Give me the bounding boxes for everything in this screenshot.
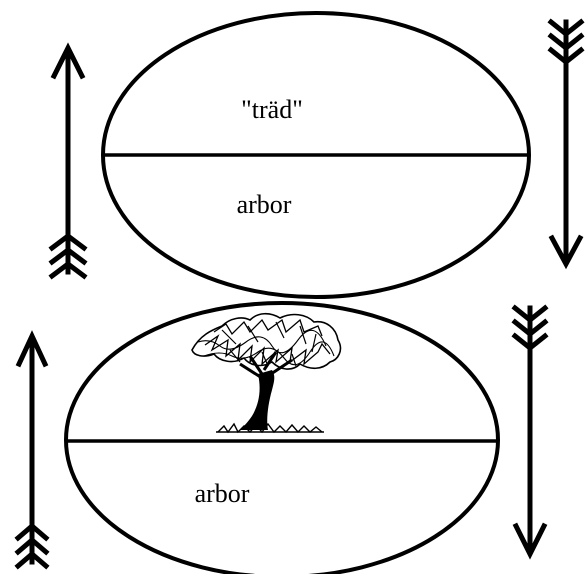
sign-bottom: arbor	[64, 301, 500, 574]
sign-top-signifier: "träd"	[241, 95, 303, 124]
sign-bottom-oval	[64, 301, 500, 574]
arrow-down-icon	[511, 304, 549, 560]
arrow-down-icon	[547, 18, 585, 270]
sign-top: "träd" arbor	[101, 11, 531, 299]
arrow-up-icon	[14, 330, 50, 570]
sign-bottom-signified: arbor	[195, 479, 250, 508]
tree-icon	[191, 312, 342, 434]
arrow-up-icon	[48, 42, 88, 280]
sign-top-signified: arbor	[237, 190, 292, 219]
